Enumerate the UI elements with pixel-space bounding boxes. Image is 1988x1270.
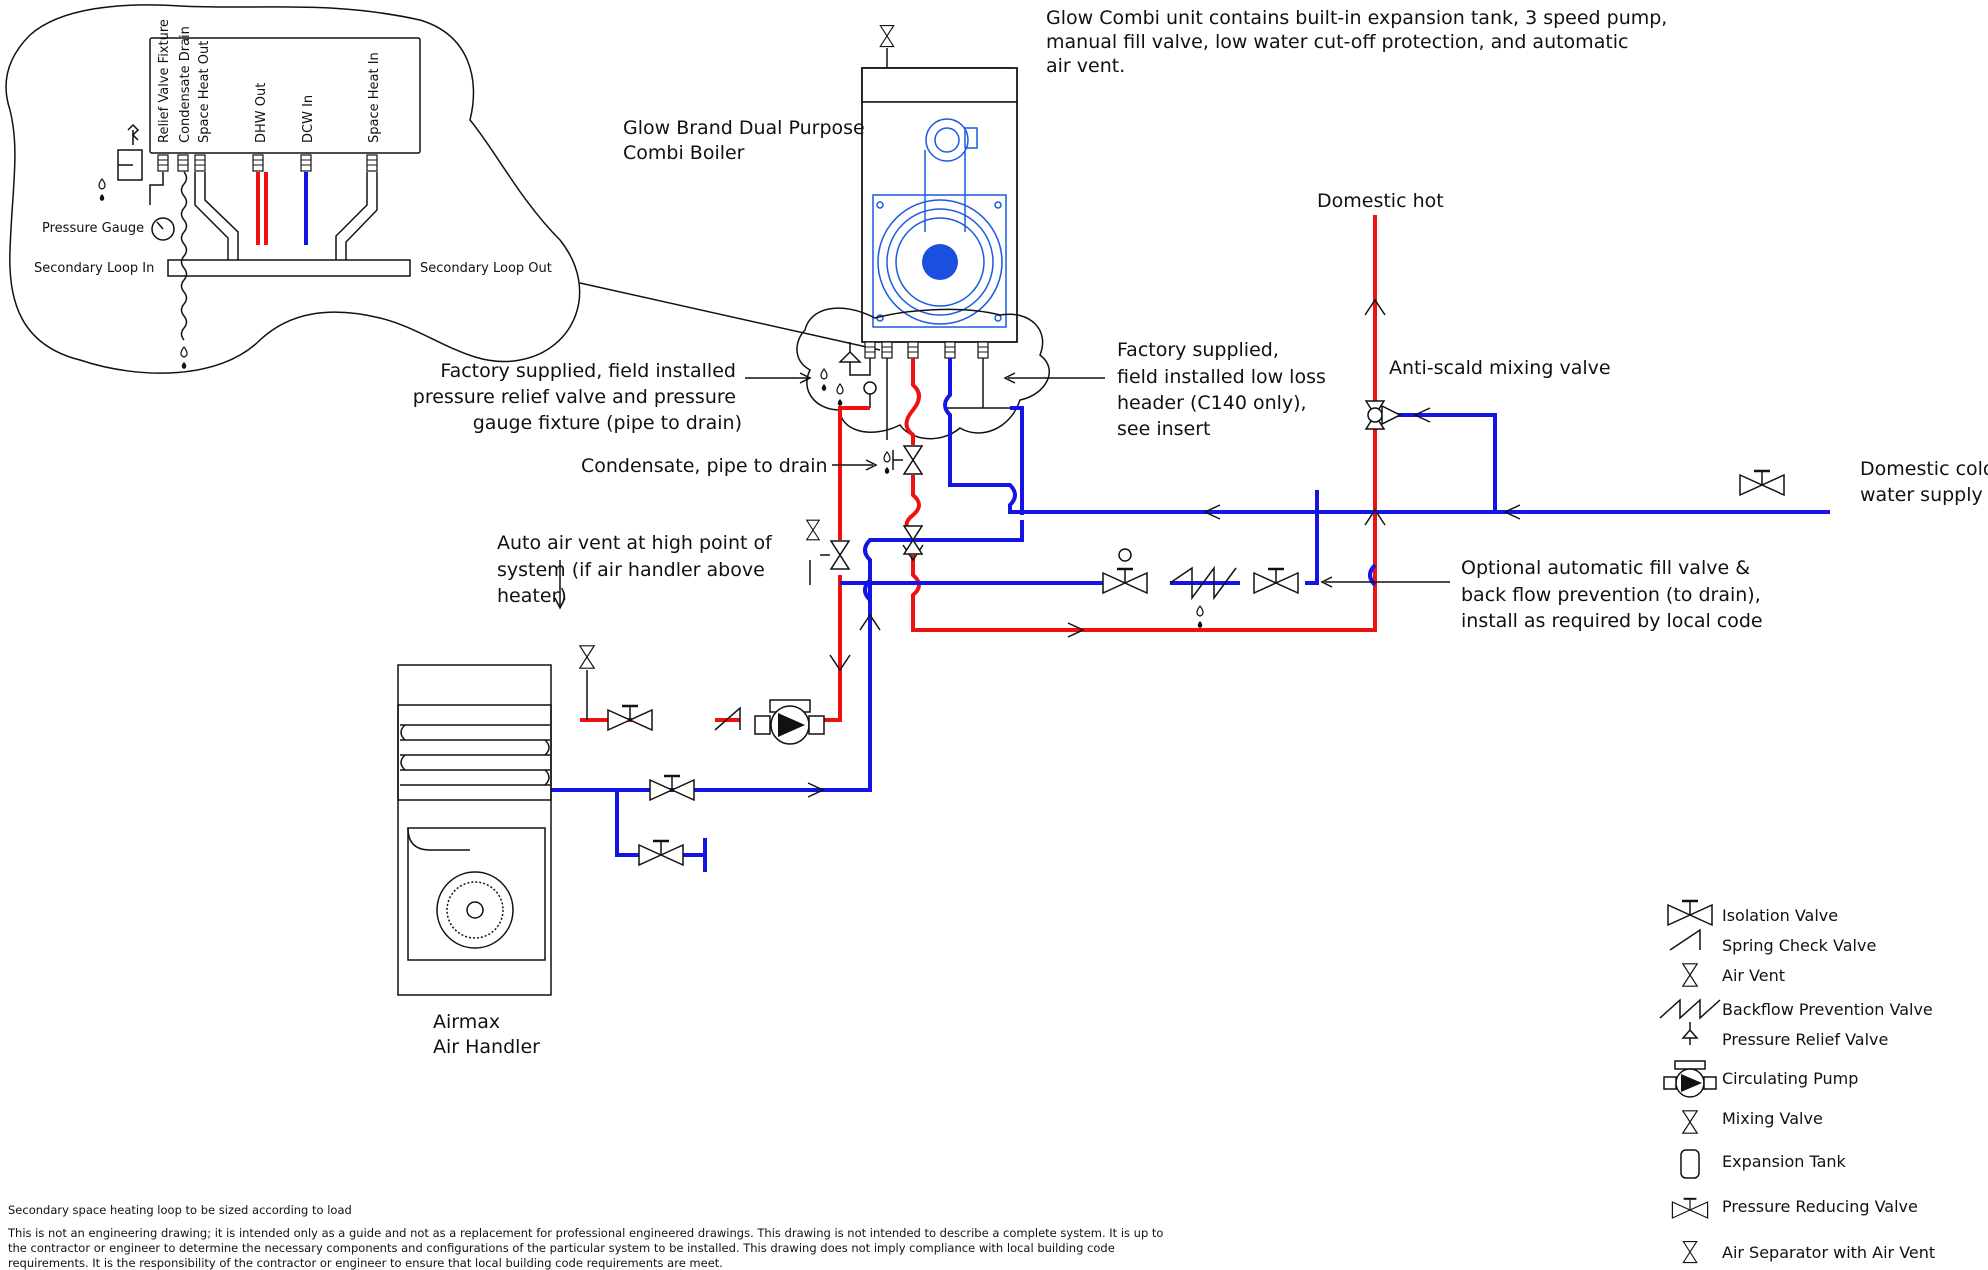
- boiler-label: Glow Brand Dual Purpose Combi Boiler: [623, 117, 871, 164]
- legend-isolation-valve: Isolation Valve: [1722, 906, 1838, 925]
- domestic-cold-label: Domestic cold water supply: [1860, 458, 1988, 506]
- anti-scald-mixing-valve: [1365, 400, 1402, 430]
- insert-label-pressure-gauge: Pressure Gauge: [42, 221, 144, 236]
- boiler-heat-exchanger: [872, 118, 1007, 328]
- legend: Isolation Valve Spring Check Valve Air V…: [1722, 906, 1935, 1262]
- airmax-air-handler: [397, 664, 552, 996]
- air-handler-label: Airmax Air Handler: [433, 1011, 540, 1058]
- header-insert: Relief Valve Fixture Condensate Drain Sp…: [5, 4, 881, 374]
- insert-label-secondary-in: Secondary Loop In: [34, 261, 154, 276]
- auto-air-vent-note: Auto air vent at high point of system (i…: [497, 532, 778, 607]
- insert-label-space-heat-out: Space Heat Out: [197, 41, 212, 143]
- insert-label-relief-valve-fixture: Relief Valve Fixture: [157, 19, 172, 143]
- low-loss-header-note: Factory supplied, field installed low lo…: [1117, 339, 1332, 440]
- legend-expansion-tank: Expansion Tank: [1722, 1152, 1847, 1171]
- sizing-note: Secondary space heating loop to be sized…: [8, 1203, 352, 1217]
- domestic-hot-label: Domestic hot: [1317, 190, 1444, 212]
- anti-scald-label: Anti-scald mixing valve: [1389, 357, 1611, 379]
- legend-pressure-reducing-valve: Pressure Reducing Valve: [1722, 1197, 1918, 1216]
- fill-valve-assembly: [1101, 548, 1300, 629]
- cold-water-piping: [520, 358, 1830, 872]
- legend-spring-check-valve: Spring Check Valve: [1722, 936, 1876, 955]
- leader-lines: [554, 372, 1450, 610]
- legend-circulating-pump: Circulating Pump: [1722, 1069, 1858, 1088]
- legend-air-vent: Air Vent: [1722, 966, 1785, 985]
- fill-valve-note: Optional automatic fill valve & back flo…: [1461, 557, 1767, 632]
- callouts: Glow Combi unit contains built-in expans…: [413, 7, 1988, 1058]
- legend-symbols: [1659, 899, 1721, 1264]
- footnotes: Secondary space heating loop to be sized…: [7, 1203, 1167, 1270]
- insert-label-condensate-drain: Condensate Drain: [178, 26, 193, 143]
- legend-air-separator: Air Separator with Air Vent: [1722, 1243, 1935, 1262]
- insert-header-body: [149, 37, 421, 154]
- relief-valve-note: Factory supplied, field installed pressu…: [413, 360, 742, 434]
- disclaimer: This is not an engineering drawing; it i…: [7, 1226, 1167, 1270]
- insert-label-dhw-out: DHW Out: [254, 83, 269, 143]
- condensate-note: Condensate, pipe to drain: [581, 455, 828, 477]
- glow-combi-note: Glow Combi unit contains built-in expans…: [1046, 7, 1673, 77]
- legend-pressure-relief-valve: Pressure Relief Valve: [1722, 1030, 1888, 1049]
- circulating-pump: [754, 699, 825, 745]
- legend-backflow-prevention-valve: Backflow Prevention Valve: [1722, 1000, 1933, 1019]
- insert-cloud-outline: [5, 4, 581, 374]
- combi-boiler: [861, 24, 1018, 359]
- header-cloud-outline: [796, 307, 1051, 440]
- insert-label-dcw-in: DCW In: [301, 95, 316, 143]
- insert-label-space-heat-in: Space Heat In: [367, 52, 382, 143]
- legend-mixing-valve: Mixing Valve: [1722, 1109, 1823, 1128]
- insert-label-secondary-out: Secondary Loop Out: [420, 261, 552, 276]
